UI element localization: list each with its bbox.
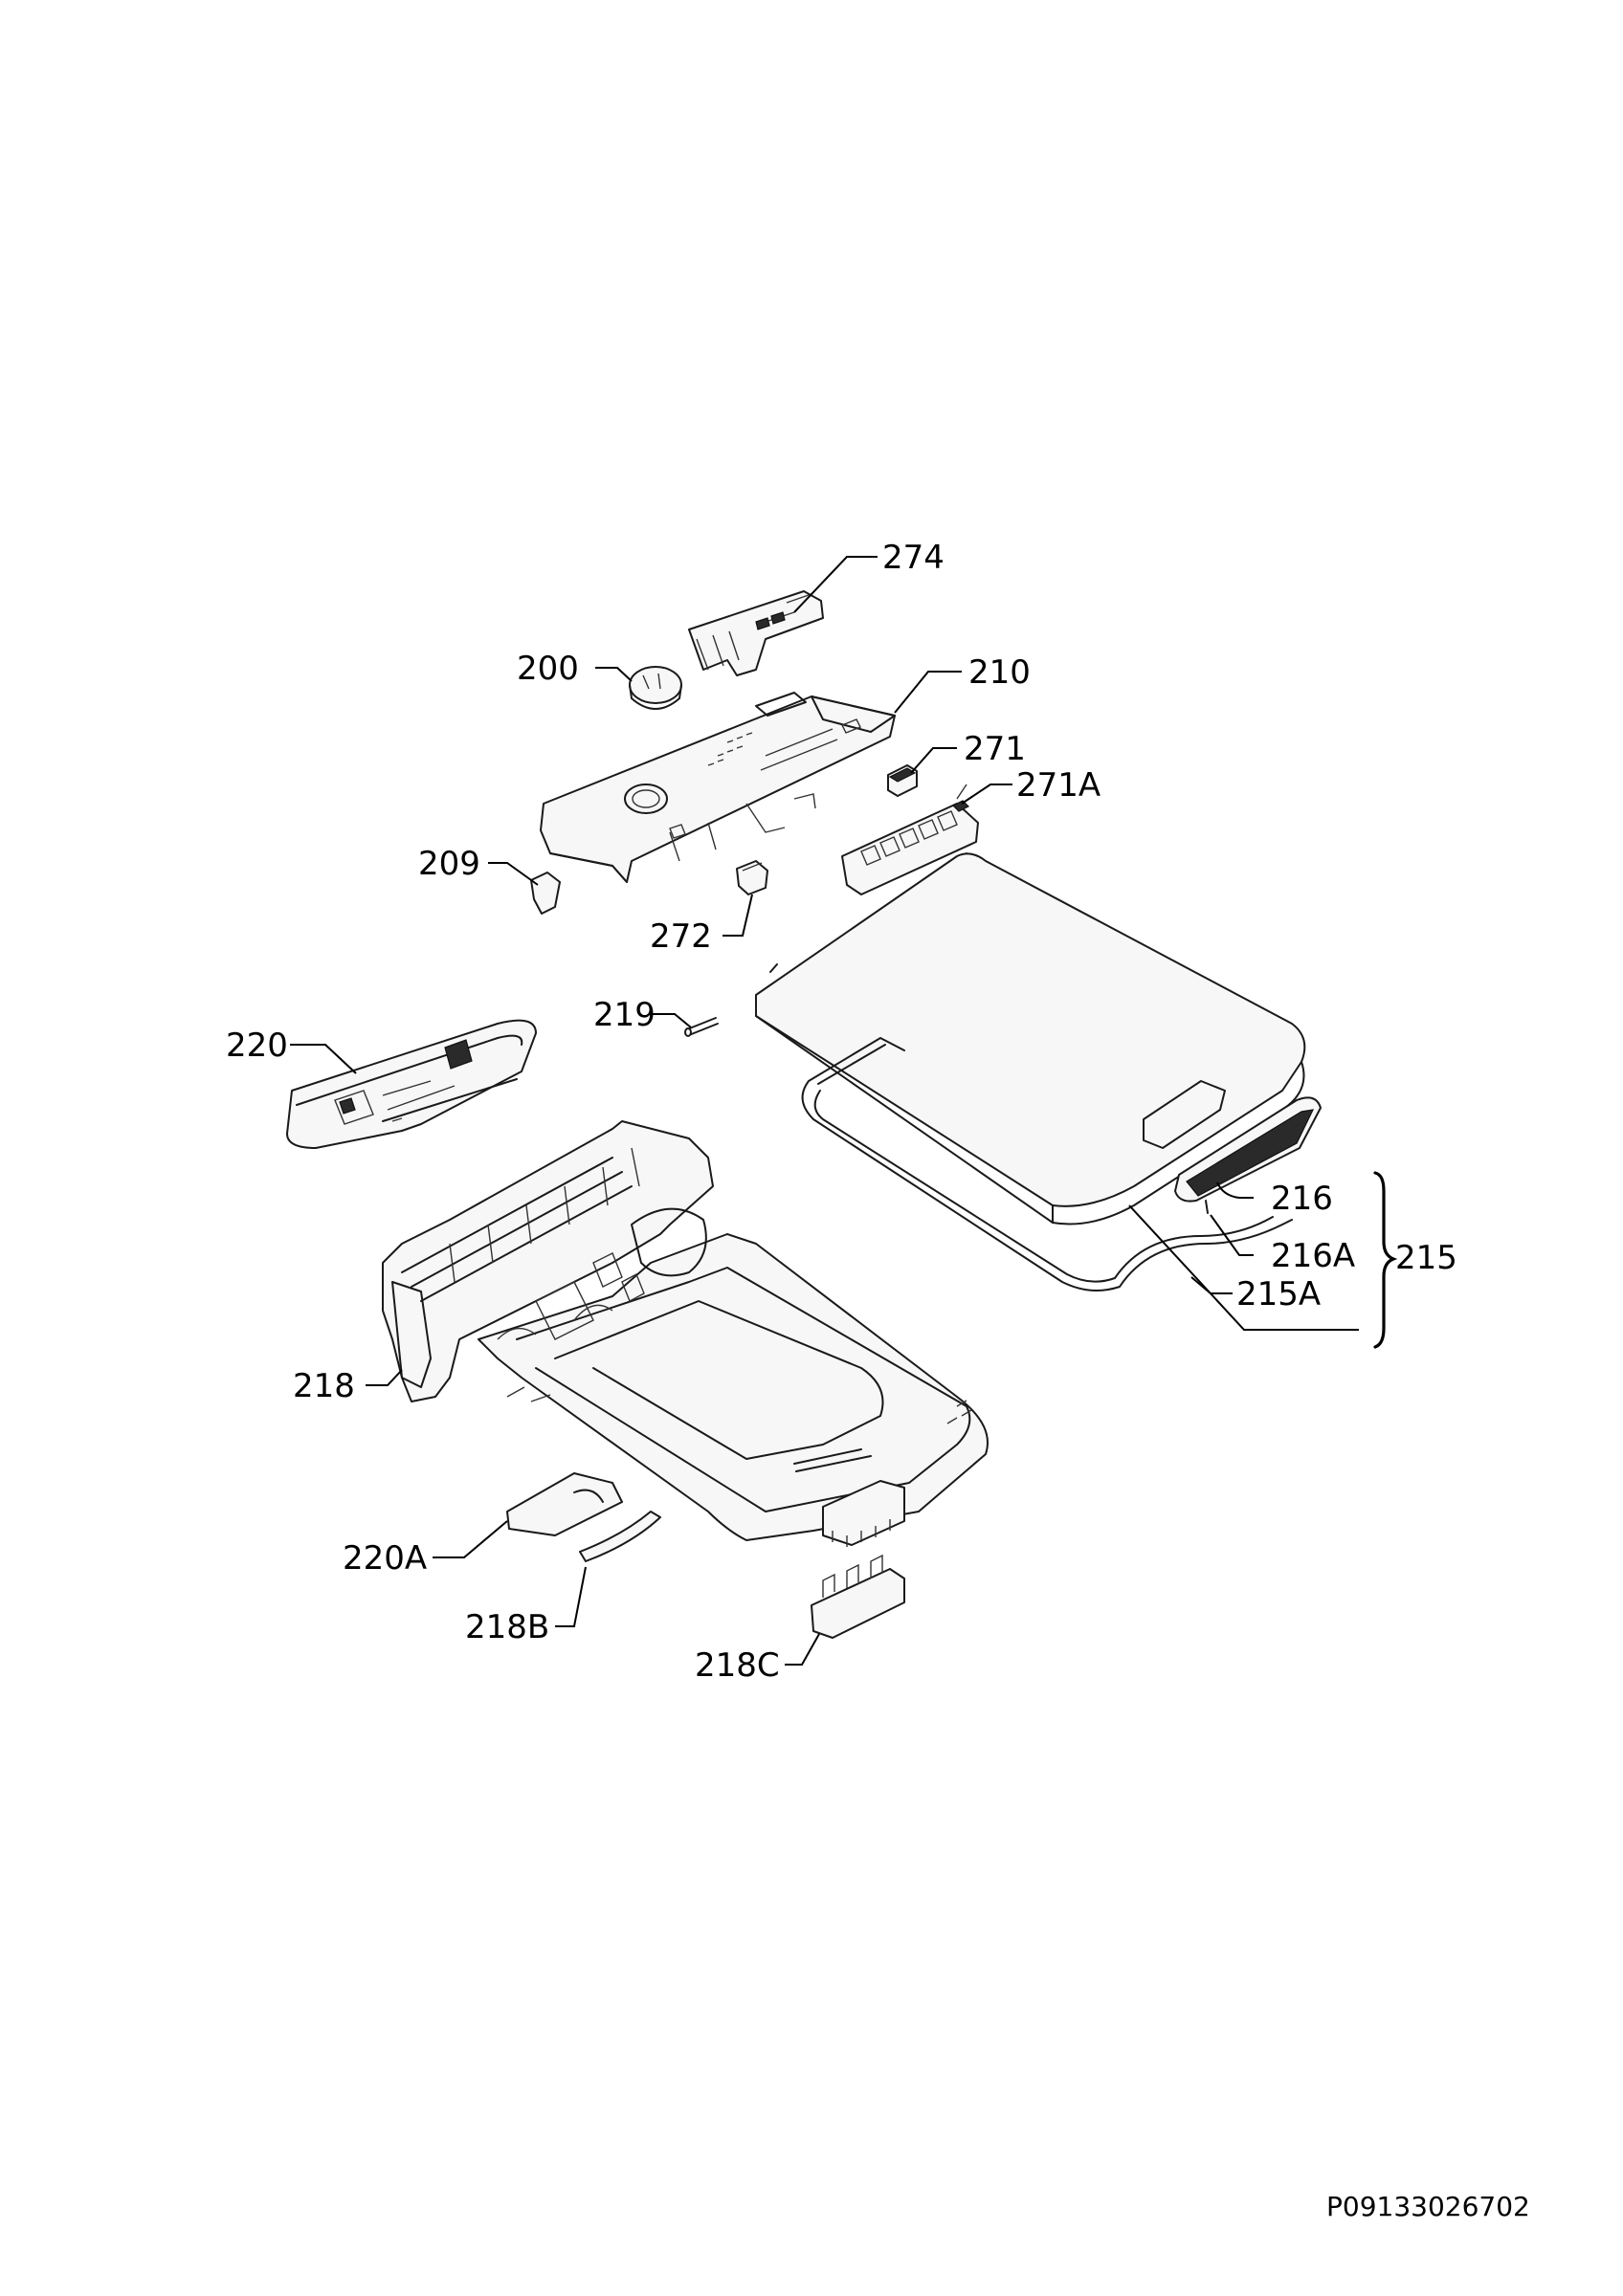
callout-220A: 220A (343, 1539, 427, 1578)
callout-271A: 271A (1016, 766, 1101, 805)
part-200-knob (629, 666, 682, 710)
assembly-215-brace (1373, 1171, 1398, 1349)
callout-216: 216 (1271, 1180, 1333, 1218)
part-220A-insert (506, 1472, 623, 1536)
callout-209: 209 (418, 845, 480, 883)
part-218B-strip (579, 1511, 661, 1562)
document-code: P09133026702 (1326, 2191, 1530, 2222)
callout-216A: 216A (1271, 1237, 1355, 1275)
callout-215: 215 (1395, 1239, 1457, 1277)
leader-lines (290, 556, 1359, 1666)
callout-272: 272 (650, 917, 712, 956)
part-271A-pcb-module (841, 784, 979, 895)
part-219-hinge-pin (684, 1017, 719, 1037)
part-216-handle (1174, 1096, 1322, 1214)
callout-200: 200 (517, 650, 579, 688)
callout-219: 219 (593, 996, 656, 1034)
callout-215A: 215A (1236, 1275, 1321, 1314)
callout-220: 220 (226, 1027, 288, 1065)
part-209-clip (530, 872, 561, 915)
callout-218: 218 (293, 1367, 355, 1405)
part-272-switch (736, 860, 768, 895)
part-218C-hinge-block (811, 1554, 905, 1639)
part-210-control-panel (540, 692, 896, 883)
part-274-bracket (688, 590, 824, 676)
part-215A-gasket (801, 1037, 1293, 1292)
callout-210: 210 (968, 653, 1031, 692)
part-215-lid (755, 852, 1306, 1225)
part-220-detergent-drawer (286, 1019, 537, 1149)
part-218-housing (382, 1120, 989, 1547)
callout-218B: 218B (465, 1608, 549, 1646)
callout-271: 271 (964, 730, 1026, 768)
callout-218C: 218C (695, 1646, 780, 1685)
callout-274: 274 (882, 539, 945, 577)
callout-labels: 274 200 210 271 271A 209 272 219 220 216… (226, 539, 1457, 1685)
part-271-connector (887, 764, 918, 797)
